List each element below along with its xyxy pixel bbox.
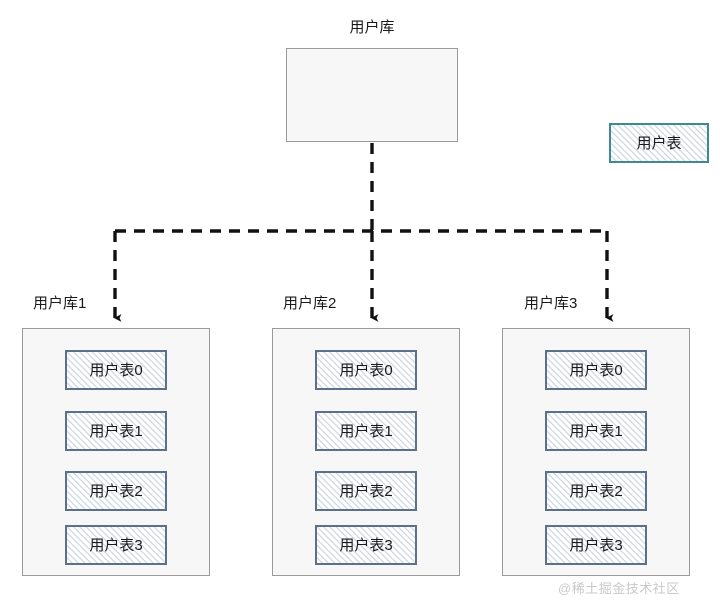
shard-2-table-box-3: 用户表3 xyxy=(315,525,417,565)
shard-1-table-box-2: 用户表2 xyxy=(65,471,167,511)
shard-3-table-box-3: 用户表3 xyxy=(545,525,647,565)
root-table-box: 用户表 xyxy=(609,123,709,163)
shard-2-table-box-2: 用户表2 xyxy=(315,471,417,511)
root-database-frame: 用户表 xyxy=(286,48,709,163)
shard-1-table-label-3: 用户表3 xyxy=(89,536,143,554)
root-database-label: 用户库 xyxy=(349,19,395,36)
shard-3-table-box-2: 用户表2 xyxy=(545,471,647,511)
watermark: @稀土掘金技术社区 xyxy=(558,581,680,596)
shard-3-table-label-2: 用户表2 xyxy=(569,482,623,500)
shard-2-table-label-3: 用户表3 xyxy=(339,536,393,554)
shard-2-table-label-1: 用户表1 xyxy=(339,422,393,440)
shard-2-table-box-0: 用户表0 xyxy=(315,350,417,390)
shard-database-label-3: 用户库3 xyxy=(524,295,578,312)
shard-3-table-box-1: 用户表1 xyxy=(545,411,647,451)
shard-3-table-label-1: 用户表1 xyxy=(569,422,623,440)
root-table-label: 用户表 xyxy=(636,134,682,152)
shard-database-label-1: 用户库1 xyxy=(33,295,87,312)
shard-1-table-label-2: 用户表2 xyxy=(89,482,143,500)
shard-3-table-label-3: 用户表3 xyxy=(569,536,623,554)
shard-database-label-2: 用户库2 xyxy=(283,295,337,312)
shard-1-table-box-0: 用户表0 xyxy=(65,350,167,390)
shard-2-table-label-2: 用户表2 xyxy=(339,482,393,500)
shard-2-table-box-1: 用户表1 xyxy=(315,411,417,451)
shard-1-table-label-0: 用户表0 xyxy=(89,361,143,379)
shard-1-table-label-1: 用户表1 xyxy=(89,422,143,440)
shard-1-table-box-3: 用户表3 xyxy=(65,525,167,565)
shard-2-table-label-0: 用户表0 xyxy=(339,361,393,379)
shard-3-table-box-0: 用户表0 xyxy=(545,350,647,390)
shard-3-table-label-0: 用户表0 xyxy=(569,361,623,379)
shard-1-table-box-1: 用户表1 xyxy=(65,411,167,451)
